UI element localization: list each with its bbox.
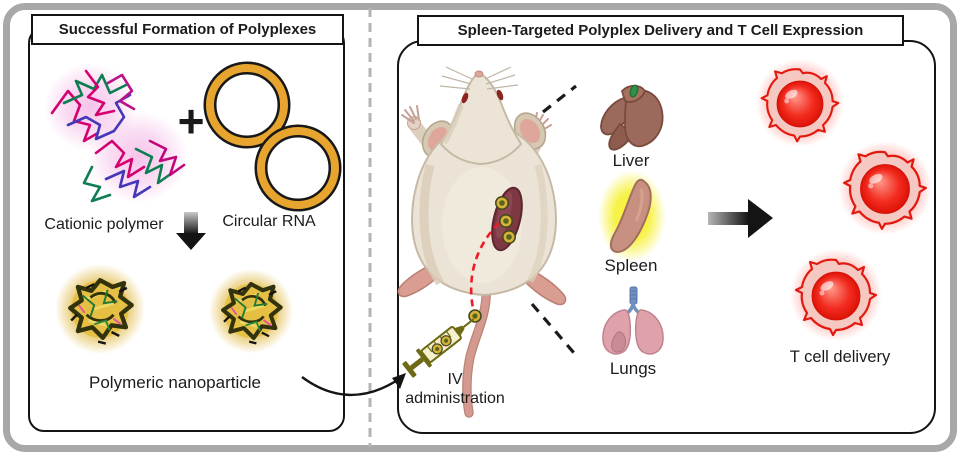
injection-route-dashed-line (469, 222, 500, 314)
right-panel-title-box: Spleen-Targeted Polyplex Delivery and T … (417, 15, 904, 46)
left-panel (28, 27, 345, 432)
cationic-polymer-label: Cationic polymer (44, 216, 164, 233)
liver-label: Liver (612, 151, 650, 170)
outer-frame (3, 3, 957, 452)
nanoparticle-icon (52, 261, 148, 357)
glowing-spleen-icon (598, 170, 666, 262)
left-panel-title: Successful Formation of Polyplexes (58, 21, 317, 38)
circular-rna-icon (203, 60, 345, 212)
lungs-label: Lungs (609, 359, 657, 378)
left-panel-title-box: Successful Formation of Polyplexes (31, 14, 344, 45)
t-cell-icon (754, 57, 846, 149)
syringe-icon (402, 318, 475, 378)
t-cell-delivery-label: T cell delivery (789, 348, 891, 366)
t-cell-icon (836, 139, 934, 237)
nanoparticle-icon (206, 266, 296, 356)
spleen-label: Spleen (604, 256, 658, 275)
plus-icon: + (177, 95, 205, 147)
iv-label-line1: IV (447, 371, 463, 388)
lungs-icon (602, 286, 664, 355)
right-panel-title: Spleen-Targeted Polyplex Delivery and T … (457, 22, 864, 39)
iv-administration-label: IV administration (396, 370, 514, 408)
polymeric-nanoparticle-label: Polymeric nanoparticle (89, 373, 261, 392)
mouse-whiskers (439, 66, 519, 90)
liver-icon (600, 84, 664, 151)
mouse-eye (461, 92, 469, 104)
iv-label-line2: administration (405, 390, 505, 408)
circular-rna-label: Circular RNA (222, 213, 316, 230)
gallbladder (629, 84, 639, 98)
nanoparticles-in-spleen (495, 196, 517, 245)
mouse-eye (496, 89, 504, 101)
t-cell-icon (788, 247, 884, 343)
mouse-icon (397, 66, 567, 418)
cationic-polymer-icon (44, 63, 188, 203)
mouse-head (439, 71, 523, 166)
